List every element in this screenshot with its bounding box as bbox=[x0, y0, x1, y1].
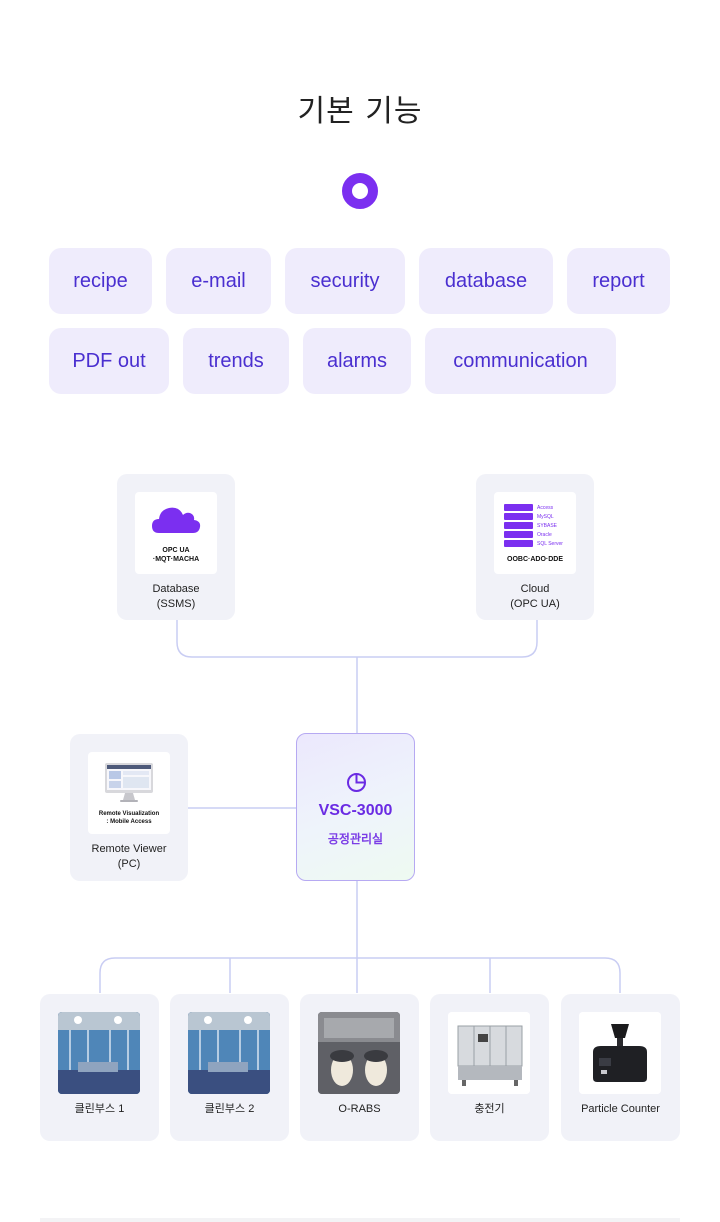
center-name: VSC-3000 bbox=[318, 802, 393, 819]
chip-email: e-mail bbox=[166, 248, 271, 314]
database-thumb-line1: OPC UA bbox=[162, 547, 190, 554]
database-node: OPC UA ·MQT·MACHA Database (SSMS) bbox=[117, 474, 235, 620]
footer-divider bbox=[40, 1218, 680, 1222]
bottom-node-cleanbooth-2: 클린부스 2 bbox=[170, 994, 289, 1141]
bottom-label-2: 클린부스 2 bbox=[204, 1103, 255, 1115]
bottom-node-o-rabs: O-RABS bbox=[300, 994, 419, 1141]
chip-trends: trends bbox=[183, 328, 289, 394]
bottom-label-4: 충전기 bbox=[474, 1103, 505, 1115]
bottom-label-3: O-RABS bbox=[338, 1103, 381, 1115]
glovebox-photo bbox=[318, 1012, 400, 1094]
remote-thumb-line1: Remote Visualization bbox=[98, 811, 160, 817]
cloud-thumb-caption: OOBC·ADO·DDE bbox=[507, 556, 563, 563]
cloud-label: Cloud (OPC UA) bbox=[510, 583, 560, 610]
bottom-label-1: 클린부스 1 bbox=[74, 1103, 125, 1115]
page-title: 기본 기능 bbox=[297, 94, 423, 129]
chip-report: report bbox=[567, 248, 670, 314]
remote-label: Remote Viewer (PC) bbox=[91, 843, 167, 870]
cleanroom-photo bbox=[188, 1012, 270, 1094]
vsc-3000-node: VSC-3000 공정관리실 bbox=[296, 733, 415, 881]
server-stack-icon: Access MySQL SYBASE Oracle SQL Server bbox=[504, 503, 570, 548]
cloud-node: Access MySQL SYBASE Oracle SQL Server OO… bbox=[476, 474, 594, 620]
database-thumb-line2: ·MQT·MACHA bbox=[152, 556, 200, 563]
chip-alarms: alarms bbox=[303, 328, 411, 394]
bottom-label-5: Particle Counter bbox=[581, 1103, 660, 1115]
filling-machine-photo bbox=[448, 1012, 530, 1094]
chip-recipe: recipe bbox=[49, 248, 152, 314]
chip-communication: communication bbox=[425, 328, 616, 394]
pie-chart-icon bbox=[347, 773, 366, 792]
bottom-node-particle-counter: Particle Counter bbox=[561, 994, 680, 1141]
remote-thumb-line2: : Mobile Access bbox=[106, 819, 152, 825]
chip-pdf-out: PDF out bbox=[49, 328, 169, 394]
database-thumbnail: OPC UA ·MQT·MACHA bbox=[135, 492, 217, 574]
cloud-icon bbox=[152, 507, 201, 533]
remote-viewer-node: Remote Visualization : Mobile Access Rem… bbox=[70, 734, 188, 881]
chip-database: database bbox=[419, 248, 553, 314]
particle-counter-photo bbox=[579, 1012, 661, 1094]
chip-security: security bbox=[285, 248, 405, 314]
center-subtitle: 공정관리실 bbox=[327, 832, 384, 846]
ring-icon bbox=[342, 173, 378, 209]
database-label: Database (SSMS) bbox=[152, 583, 200, 610]
cloud-thumbnail: Access MySQL SYBASE Oracle SQL Server OO… bbox=[494, 492, 576, 574]
monitor-icon bbox=[105, 763, 153, 802]
remote-thumbnail: Remote Visualization : Mobile Access bbox=[88, 752, 170, 834]
cleanroom-photo bbox=[58, 1012, 140, 1094]
bottom-node-filler: 충전기 bbox=[430, 994, 549, 1141]
bottom-node-cleanbooth-1: 클린부스 1 bbox=[40, 994, 159, 1141]
